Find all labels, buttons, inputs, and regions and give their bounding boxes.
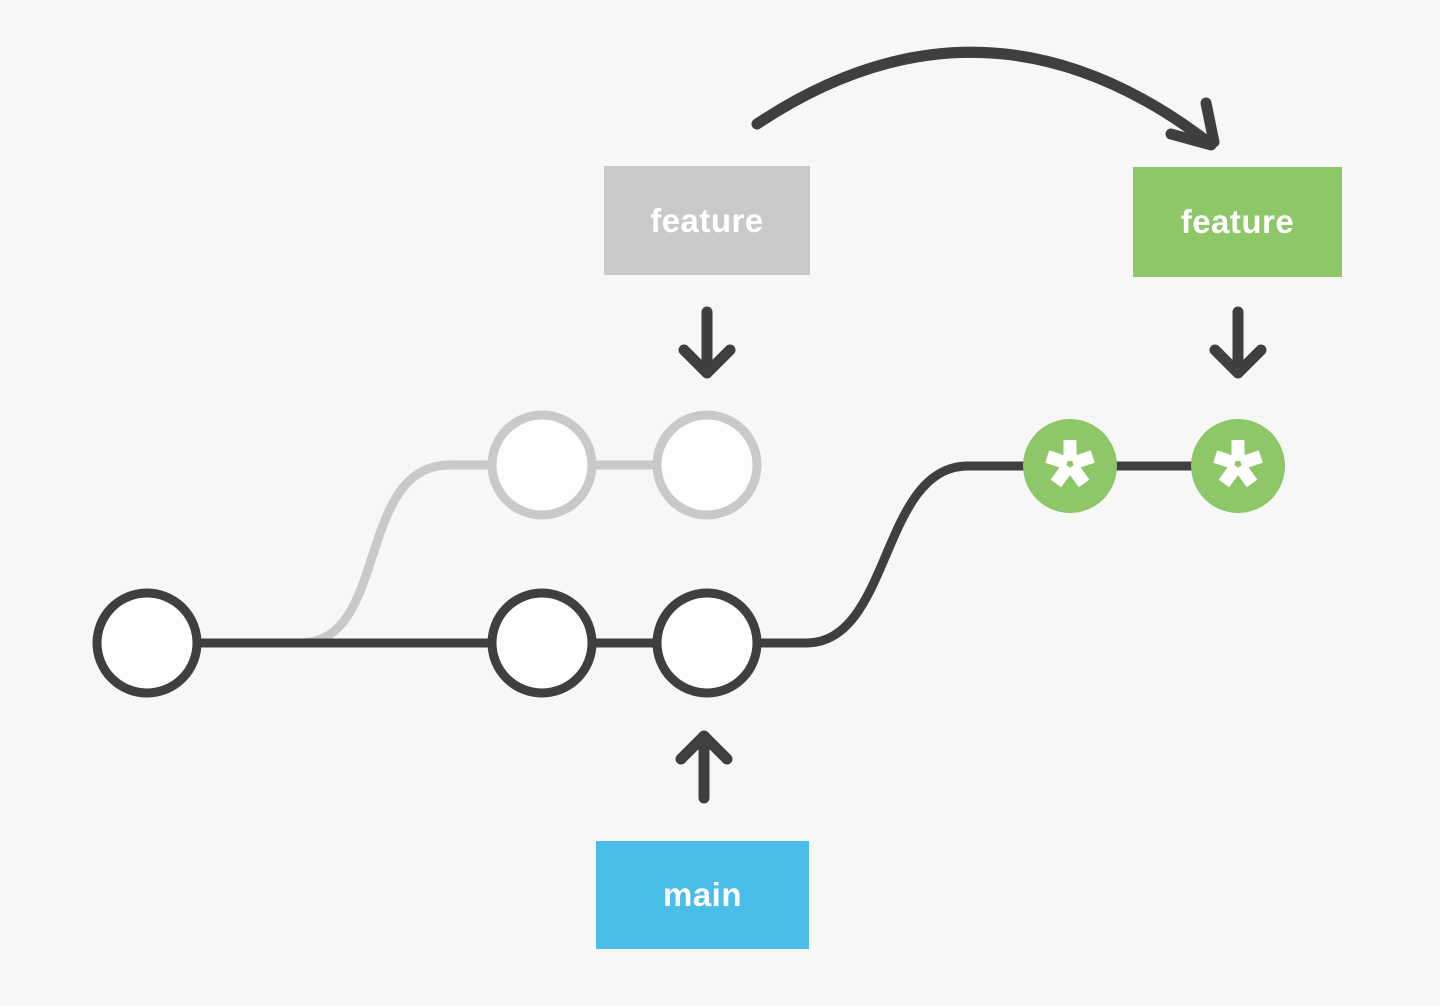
down-arrow-icon: [678, 306, 736, 379]
old-feature-branch-label: feature: [604, 166, 810, 275]
up-arrow-icon: [675, 730, 733, 804]
rebased-commit-node: [1023, 419, 1117, 513]
curved-arrow-icon: [751, 46, 1220, 151]
asterisk-icon: [1045, 440, 1095, 488]
old-feature-commit-node: [487, 410, 597, 520]
asterisk-icon: [1213, 440, 1263, 488]
main-commit-node: [92, 588, 202, 698]
main-commit-node: [487, 588, 597, 698]
rebased-feature-branch-label: feature: [1133, 167, 1342, 277]
main-commit-node: [652, 588, 762, 698]
down-arrow-icon: [1209, 306, 1267, 379]
main-branch-line: [147, 461, 1240, 648]
old-feature-branch-line: [299, 460, 710, 648]
old-feature-commit-node: [652, 410, 762, 520]
main-branch-label: main: [596, 841, 809, 949]
rebased-commit-node: [1191, 419, 1285, 513]
